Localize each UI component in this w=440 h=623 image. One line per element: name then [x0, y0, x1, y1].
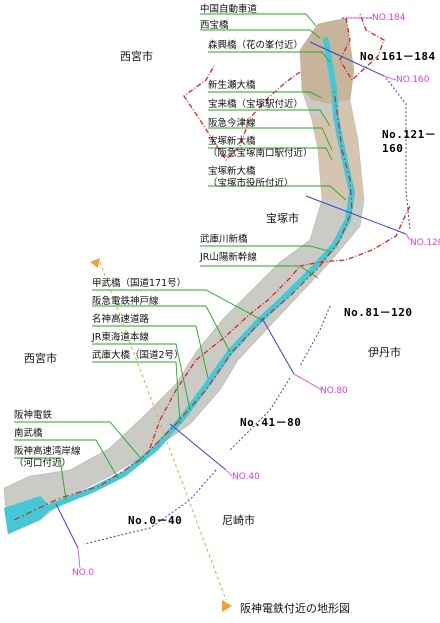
label-mukogawashin: 武庫川新橋 — [200, 234, 248, 245]
label-koubu: 甲武橋（国道171号） — [92, 278, 187, 289]
river-centerline — [13, 89, 353, 521]
number-40: NO.40 — [232, 472, 260, 482]
leader-lines — [14, 13, 347, 501]
number-80: NO.80 — [320, 386, 348, 396]
label-shinnamase: 新生瀬大橋 — [208, 80, 256, 91]
section-81-120: No.81－120 — [344, 306, 413, 319]
label-sanyo: JR山陽新幹線 — [200, 252, 257, 263]
city-nishinomiya-top: 西宮市 — [120, 50, 153, 63]
marker-arrow-top — [90, 258, 100, 268]
number-160: NO.160 — [396, 75, 430, 85]
label-chugoku: 中国自動車道 — [200, 4, 258, 15]
label-nanbu: 南武橋 — [14, 428, 43, 439]
label-tokaido: JR東海道本線 — [92, 332, 149, 343]
label-houraibashi: 宝来橋（宝塚駅付近） — [208, 99, 304, 110]
city-boundary-west — [183, 65, 301, 162]
city-itami: 伊丹市 — [368, 346, 401, 359]
number-120: NO.120 — [410, 238, 440, 248]
label-meishin: 名神高速道路 — [92, 314, 150, 325]
city-boundary-north — [339, 13, 385, 82]
label-nishitakara: 西宝橋 — [200, 20, 229, 31]
section-41-80: No.41－80 — [240, 416, 302, 429]
label-morikou: 森興橋（花の峯付近） — [208, 40, 304, 51]
section-121-160-b: 160 — [382, 142, 404, 155]
number-184: NO.184 — [372, 13, 406, 23]
label-mukooohashi: 武庫大橋（国道2号） — [92, 350, 184, 361]
label-takarazukashin1: 宝塚新大橋 （阪急宝塚南口駅付近） — [208, 136, 313, 159]
section-161-184: No.161－184 — [360, 50, 436, 63]
map-title: 阪神電鉄付近の地形図 — [240, 602, 350, 615]
label-imazu: 阪急今津線 — [208, 118, 256, 129]
city-amagasaki: 尼崎市 — [222, 514, 255, 527]
city-boundary — [149, 205, 411, 449]
label-wangan: 阪神高速湾岸線 （河口付近） — [14, 446, 81, 469]
number-0: NO.0 — [72, 568, 95, 578]
city-takarazuka: 宝塚市 — [266, 212, 299, 225]
label-takarazukashin2: 宝塚新大橋 （宝塚市役所付近） — [208, 166, 294, 189]
section-121-160-a: No.121－ — [382, 128, 437, 141]
label-kobesen: 阪急電鉄神戸線 — [92, 296, 159, 307]
marker-arrow-bottom — [222, 600, 232, 612]
section-0-40: No.0－40 — [128, 514, 183, 527]
city-nishinomiya-left: 西宮市 — [24, 352, 57, 365]
label-hanshin: 阪神電鉄 — [14, 410, 53, 421]
